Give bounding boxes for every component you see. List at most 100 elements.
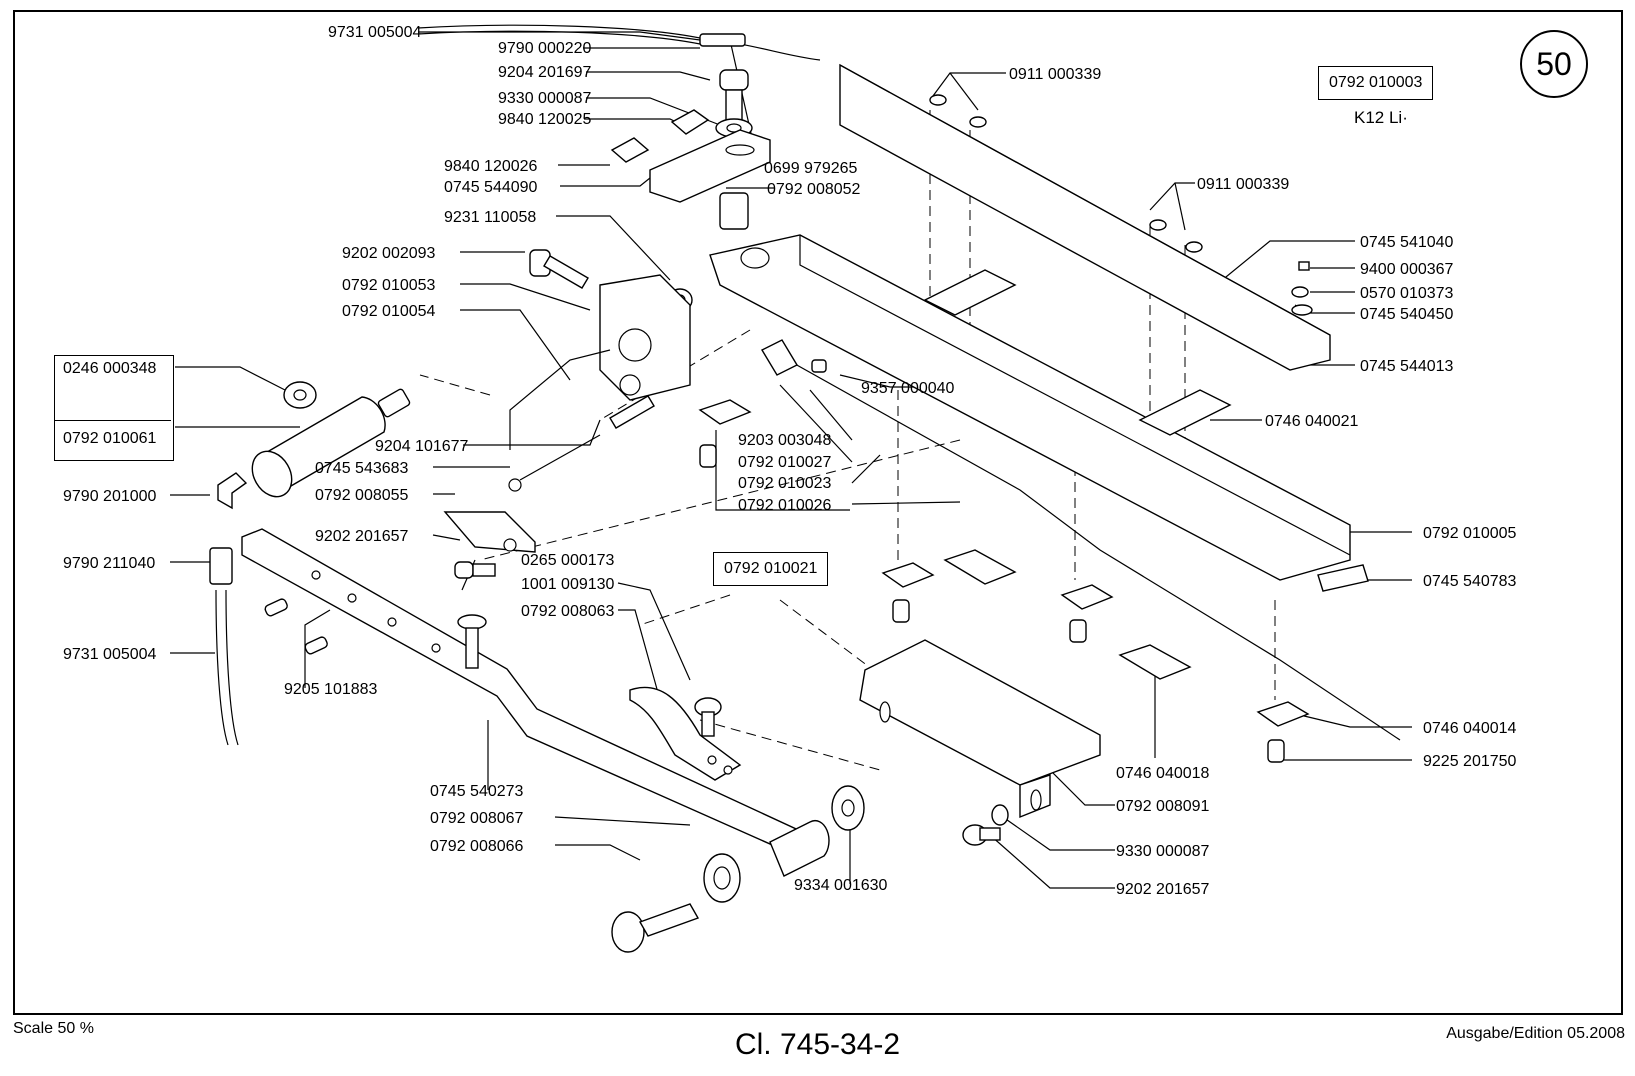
top-guide-0745-544013: [839, 63, 1331, 371]
roller-0745: [769, 819, 830, 877]
part-label: 0745 544090: [444, 179, 538, 196]
part-label: 9231 110058: [444, 209, 537, 226]
part-label: 0792 008052: [767, 181, 861, 198]
ring-0246-000348: [283, 381, 317, 409]
plate-0792-008063: [629, 686, 742, 781]
part-label: 0792 008091: [1116, 798, 1210, 815]
bolt-9202-002093: [529, 249, 589, 289]
main-rail-0792-010005: [709, 234, 1351, 581]
assembly-part-number: 0792 010003: [1318, 66, 1434, 100]
boxed-callout: 0792 010021: [713, 552, 829, 586]
part-label: 1001 009130: [521, 576, 615, 593]
part-label: 9840 120025: [498, 111, 592, 128]
clips-0746-040021: [923, 269, 1232, 436]
part-label: 9202 201657: [1116, 881, 1210, 898]
spacer-0792-008052: [719, 192, 749, 230]
part-label: 9204 101677: [375, 438, 469, 455]
spring-wire-0792-010023: [761, 339, 1401, 741]
part-label: 9203 003048: [738, 432, 832, 449]
part-label: 0746 040021: [1265, 413, 1359, 430]
part-label: 9790 201000: [63, 488, 157, 505]
part-label: 9205 101883: [284, 681, 378, 698]
screw-1001-009130: [694, 697, 722, 737]
part-label: 0745 540273: [430, 783, 524, 800]
part-label: 9357 000040: [861, 380, 955, 397]
screw-0265-000173: [457, 614, 487, 669]
part-label: 9225 201750: [1423, 753, 1517, 770]
part-label: 9202 201657: [315, 528, 409, 545]
small-parts-0570-0745: [1291, 261, 1313, 316]
clamp-9840-120025: [670, 109, 710, 135]
footer-scale: Scale 50 %: [13, 1020, 94, 1037]
part-label: 9731 005004: [63, 646, 157, 663]
part-label: 0745 540450: [1360, 306, 1454, 323]
part-label: 9204 201697: [498, 64, 592, 81]
part-label: 0699 979265: [764, 160, 858, 177]
part-label: 0745 543683: [315, 460, 409, 477]
rod-0792-010054: [509, 349, 611, 450]
drawing-frame: [13, 10, 1623, 1015]
grouped-box-bottom-label: 0792 010061: [63, 430, 157, 447]
part-label: 9330 000087: [1116, 843, 1210, 860]
part-label: 0746 040018: [1116, 765, 1210, 782]
part-label: 0745 544013: [1360, 358, 1454, 375]
washer-and-screw-right: [962, 804, 1009, 846]
lever-0745-540273: [241, 528, 808, 857]
part-label: 0792 010005: [1423, 525, 1517, 542]
part-label: 9400 000367: [1360, 261, 1454, 278]
part-label: 0745 541040: [1360, 234, 1454, 251]
part-label: 0911 000339: [1197, 176, 1290, 193]
part-label: 0792 008067: [430, 810, 524, 827]
pins-9205-101883: [264, 598, 328, 655]
grouped-box: 0246 000348 0792 010061: [54, 355, 174, 461]
washer-9334-001630: [831, 785, 865, 831]
part-label: 9790 000220: [498, 40, 592, 57]
screw-9204-201697: [719, 69, 749, 121]
part-label: 0792 008055: [315, 487, 409, 504]
part-label: 0265 000173: [521, 552, 615, 569]
screws-0911-000339: [929, 94, 1203, 253]
part-label: 9334 001630: [794, 877, 888, 894]
screw-9202-201657-left: [454, 561, 496, 579]
cover-plate-0792-008091: [859, 639, 1101, 819]
spring-0745-543683: [508, 434, 601, 492]
grouped-box-top-label: 0246 000348: [63, 360, 157, 377]
cable-9731-005004-top: [417, 24, 821, 61]
hose-connector-9790-000220: [699, 33, 746, 47]
part-label: 9840 120026: [444, 158, 538, 175]
footer-edition: Ausgabe/Edition 05.2008: [1446, 1025, 1625, 1042]
part-label: 9790 211040: [63, 555, 156, 572]
page-number: 50: [1520, 30, 1588, 98]
part-label: 0570 010373: [1360, 285, 1454, 302]
air-cylinder-0792-010061: [251, 388, 411, 498]
part-label: 9202 002093: [342, 245, 436, 262]
part-label: 0746 040014: [1423, 720, 1517, 737]
screw-9204-101677: [609, 395, 655, 429]
plate-0792-008055: [443, 511, 536, 553]
bushing-0792-008067: [703, 853, 741, 903]
part-label: 0792 008066: [430, 838, 524, 855]
hose-9731-005004-left: [215, 589, 239, 746]
elbow-fitting-9790-201000: [217, 472, 248, 510]
bolt-0792-008066: [611, 903, 700, 953]
part-label: 0792 010053: [342, 277, 436, 294]
small-screws: [699, 359, 1285, 763]
fitting-9790-211040: [209, 547, 233, 585]
clamp-9840-120026: [610, 137, 650, 163]
clamp-blocks: [698, 399, 1310, 727]
cylinder-holder-0792-010053: [599, 274, 691, 401]
part-label: 0792 010023: [738, 475, 832, 492]
part-label: 0792 010027: [738, 454, 832, 471]
part-label: 0792 010054: [342, 303, 436, 320]
footer-title: Cl. 745-34-2: [734, 1028, 901, 1061]
part-label: 0792 010026: [738, 497, 832, 514]
feed-strip-0745-540783: [1317, 564, 1369, 592]
part-label: 9330 000087: [498, 90, 592, 107]
part-label: 0792 008063: [521, 603, 615, 620]
assembly-subtitle: K12 Li·: [1354, 108, 1408, 127]
part-label: 9731 005004: [328, 24, 422, 41]
part-label: 0745 540783: [1423, 573, 1517, 590]
part-label: 0911 000339: [1009, 66, 1102, 83]
bracket-0745-544090: [649, 129, 771, 203]
